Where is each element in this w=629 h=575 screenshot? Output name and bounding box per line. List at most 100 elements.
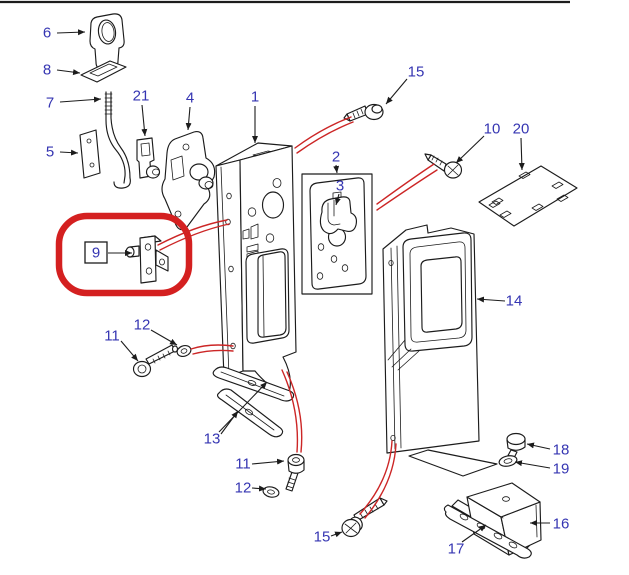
head: [371, 104, 383, 114]
hole: [317, 243, 325, 251]
callout-21: 21: [133, 88, 149, 137]
slot: [459, 513, 469, 521]
detail-box: [301, 173, 373, 295]
callout-11-lower-leader-line: [251, 458, 285, 465]
part-15-flanged-screw-top: [343, 103, 384, 122]
callout-18-leader-line: [526, 442, 551, 450]
flange-fold: [220, 166, 230, 377]
callout-10: 10: [455, 121, 500, 164]
red-leader-panel-to-screw15-top: [294, 116, 354, 154]
grip-hole: [420, 256, 463, 333]
red-leader-panel-to-washer12: [190, 344, 234, 355]
callout-9-box: [84, 241, 108, 264]
red-leader-panel-to-bolt11: [281, 369, 303, 453]
callout-15-bottom: 15: [314, 529, 343, 546]
part-15-flanged-screw-bottom: [341, 497, 388, 538]
hole: [174, 210, 182, 218]
callout-8-leader-line: [56, 69, 81, 76]
tip: [379, 497, 388, 506]
callout-7-label: 7: [46, 95, 54, 112]
upper-strip-line: [220, 371, 285, 397]
upper-strip-tab: [247, 380, 257, 386]
slot: [556, 194, 569, 202]
callout-12-lower: 12: [235, 480, 267, 497]
shank: [145, 344, 176, 365]
phillips-cross: [447, 164, 459, 176]
part-20-blanking-plate: [478, 165, 578, 227]
socket: [292, 457, 300, 463]
flange-hole: [228, 265, 234, 273]
slot: [488, 197, 504, 208]
callout-8-label: 8: [43, 62, 51, 79]
callout-11-lower: 11: [235, 456, 285, 473]
part-12-washer-lower: [262, 486, 280, 498]
slot: [499, 210, 512, 218]
red-leader-plate2-to-screw10: [376, 163, 438, 211]
flange-hole: [159, 258, 165, 266]
slot: [493, 532, 503, 540]
hole: [272, 178, 282, 188]
thread-ticks: [431, 155, 443, 166]
plate-outline: [309, 177, 367, 290]
callout-11-upper: 11: [104, 328, 139, 362]
slot: [508, 541, 518, 549]
cylinder: [145, 165, 161, 179]
pin-end: [125, 246, 135, 258]
part-21-clip-bracket: [136, 137, 161, 179]
part-11-socket-screw-upper: [132, 344, 179, 378]
callout-20: 20: [513, 121, 530, 171]
callout-21-leader-line: [141, 104, 148, 137]
part-11-socket-screw-lower: [285, 453, 305, 492]
callout-4: 4: [185, 90, 194, 131]
callout-3-leader-line: [334, 193, 341, 206]
part-8-spacer-plate: [80, 60, 127, 83]
thread-ticks: [152, 350, 171, 364]
callout-6-label: 6: [43, 25, 51, 42]
callout-12-upper-leader-line: [150, 329, 178, 346]
hole: [86, 138, 92, 144]
shank: [427, 154, 447, 172]
callout-11-upper-label: 11: [104, 328, 120, 345]
callout-2: 2: [332, 149, 340, 174]
head: [132, 360, 152, 378]
callout-16-label: 16: [553, 516, 570, 533]
hole: [316, 272, 324, 280]
callout-15-top-label: 15: [408, 64, 425, 81]
washer-inner: [267, 489, 275, 495]
pocket-outer: [402, 232, 473, 352]
barrel-end: [198, 176, 214, 190]
shading: [387, 339, 420, 371]
callout-2-label: 2: [332, 149, 340, 166]
hole: [388, 259, 394, 266]
callout-20-label: 20: [513, 121, 530, 138]
callout-13-label: 13: [204, 431, 221, 448]
callout-5-label: 5: [46, 144, 54, 161]
callout-12-upper: 12: [134, 317, 178, 346]
red-leader-panel14-to-screw15-bottom: [359, 440, 397, 519]
rod-hook: [113, 177, 131, 189]
callout-18-label: 18: [553, 442, 570, 459]
slot: [551, 181, 564, 189]
rod-right-edge: [110, 91, 131, 179]
callout-17: 17: [448, 524, 487, 558]
part-12-washer-upper: [176, 345, 192, 357]
flange: [155, 249, 169, 272]
cylinder-face: [152, 168, 160, 176]
thread-ticks: [352, 108, 364, 119]
callout-4-label: 4: [186, 90, 194, 107]
hole: [390, 434, 396, 441]
highlight-ring: [55, 212, 193, 297]
hole: [144, 243, 152, 251]
hole: [341, 264, 349, 272]
callout-11-upper-leader-line: [120, 340, 139, 362]
part-1-mounting-panel: [215, 142, 297, 396]
barrel-face: [204, 181, 214, 189]
callout-14-leader-line: [476, 296, 506, 303]
outline: [79, 129, 101, 179]
callout-13-leader-line: [220, 410, 239, 435]
flange-hole: [226, 192, 232, 200]
outline: [161, 131, 216, 231]
large-hole: [261, 191, 285, 219]
